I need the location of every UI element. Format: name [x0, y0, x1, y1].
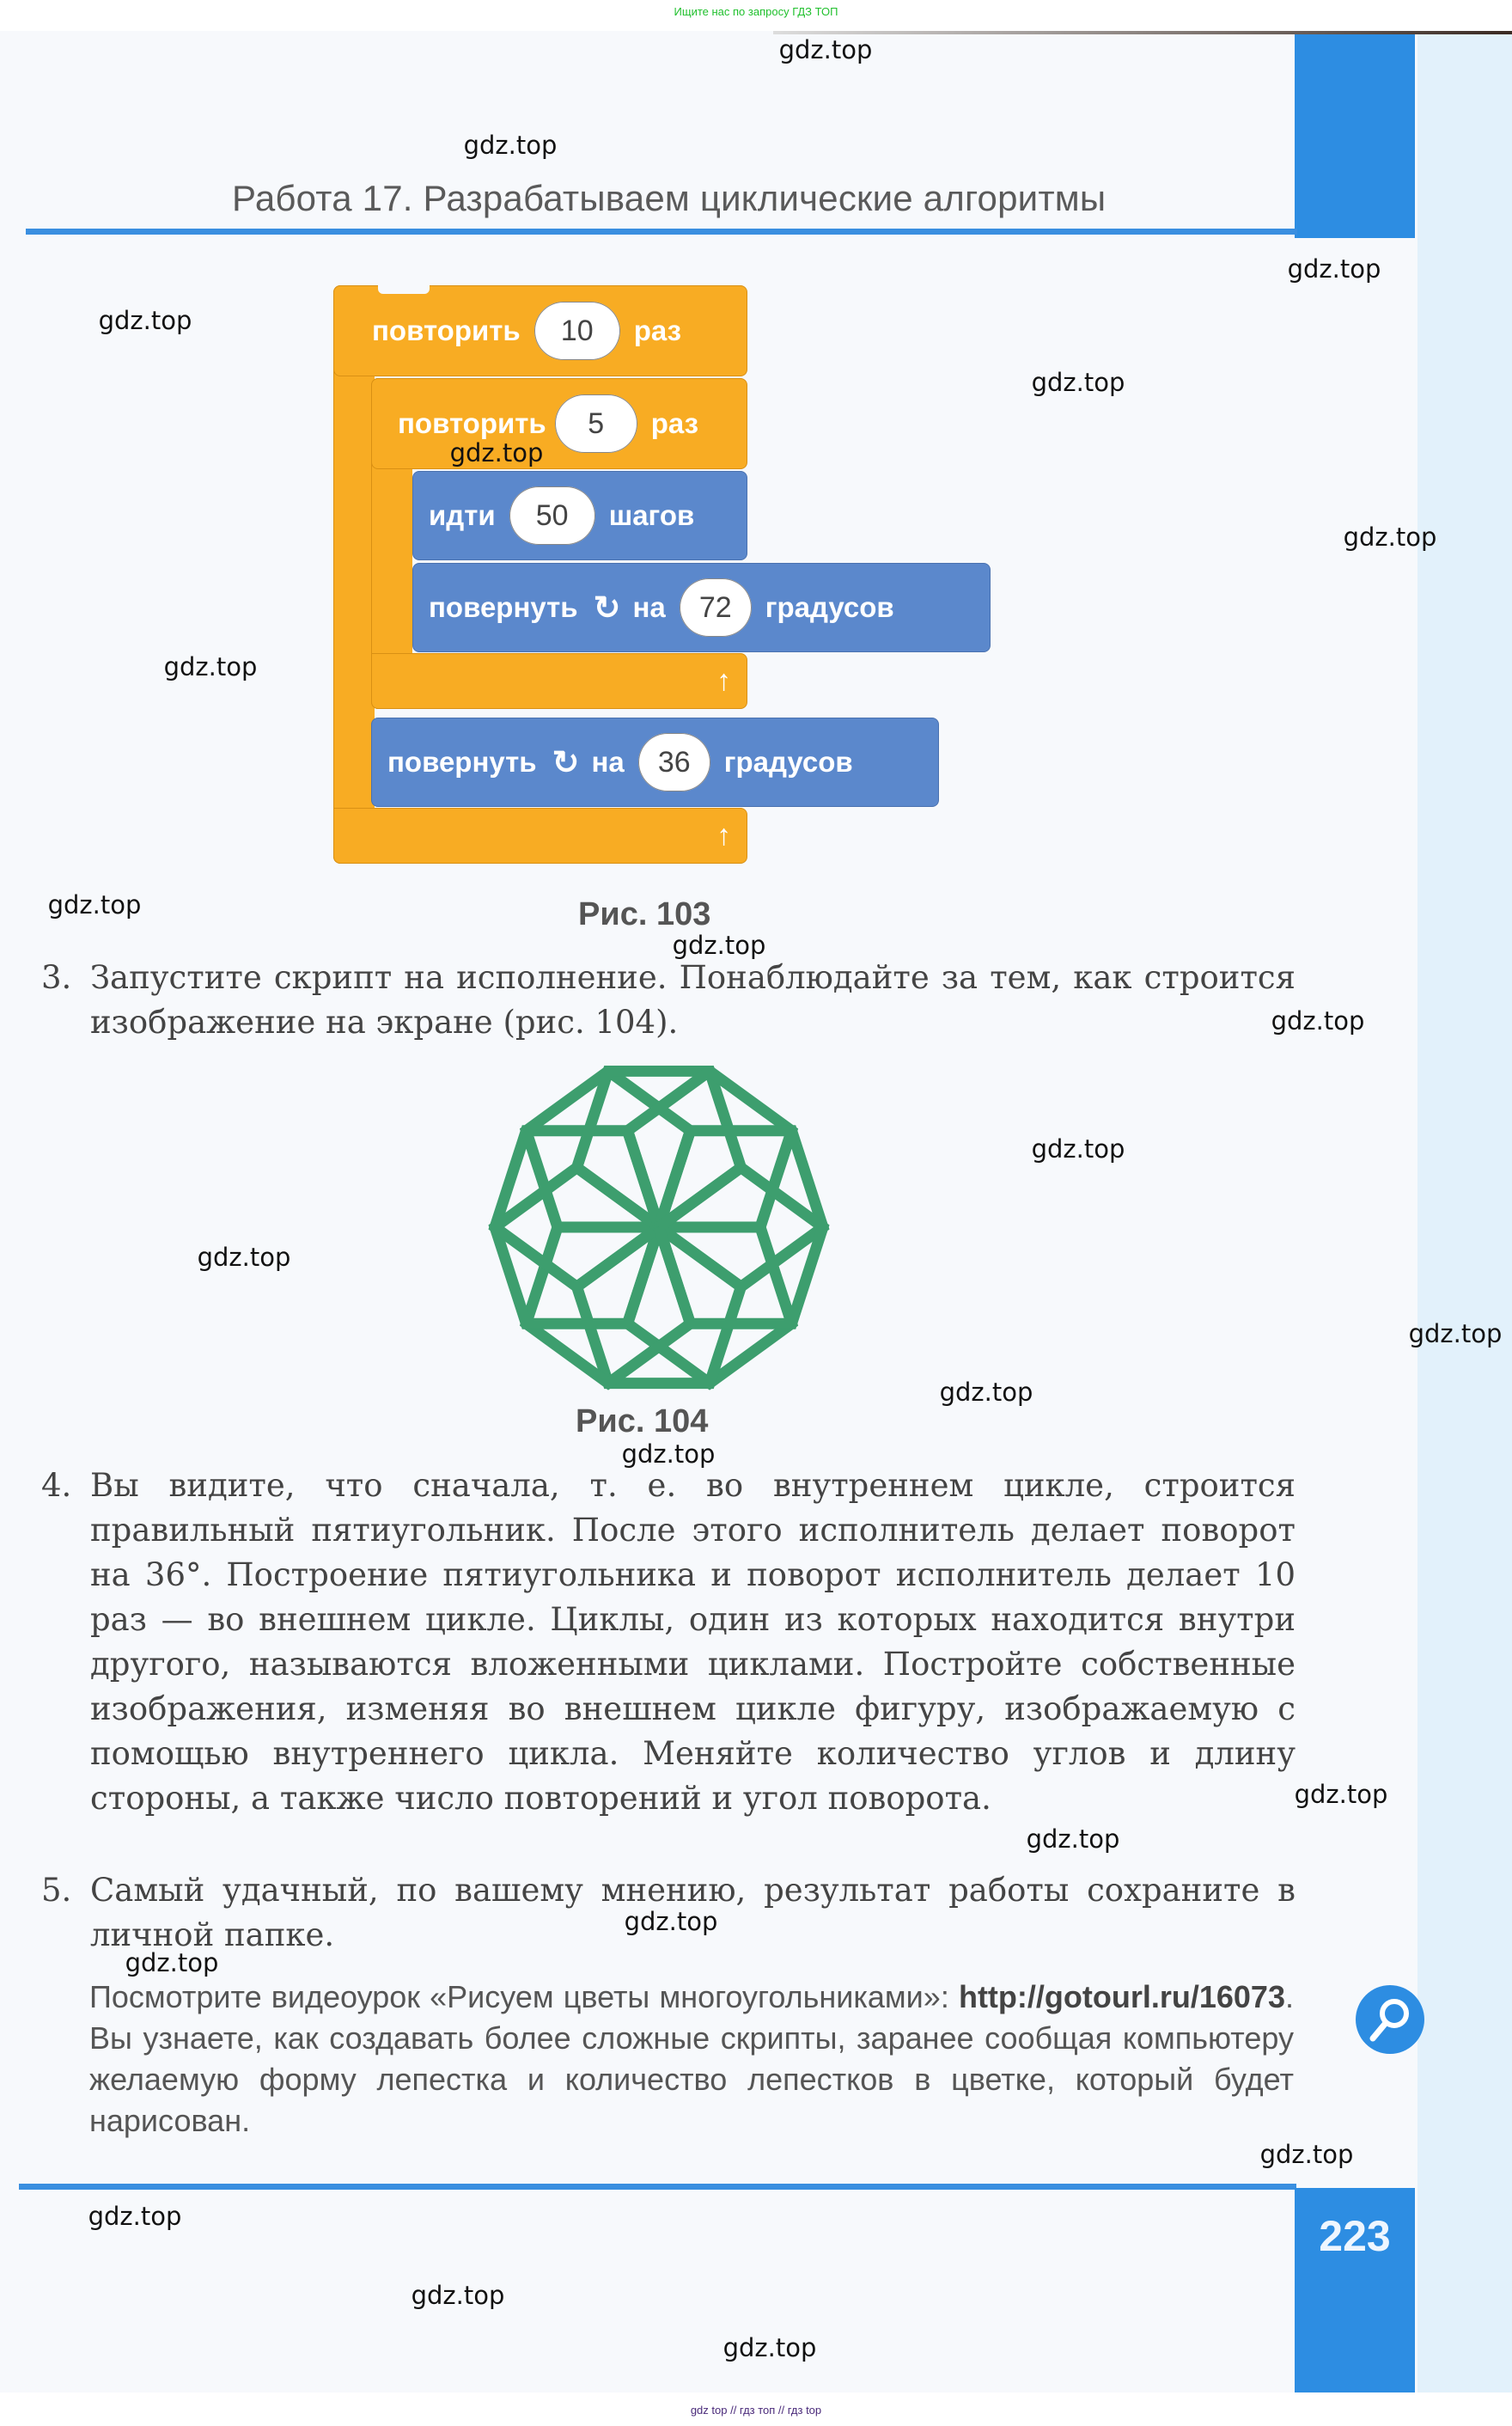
move-steps-block[interactable]: идти 50 шагов — [412, 471, 747, 560]
footer-text: gdz top // гдз топ // гдз top — [690, 2404, 822, 2417]
video-lesson-note: Посмотрите видеоурок «Рисуем цветы много… — [89, 1977, 1294, 2142]
watermark-text: gdz.top — [411, 2281, 505, 2310]
watermark-text: gdz.top — [939, 1378, 1033, 1407]
watermark-text: gdz.top — [722, 2333, 817, 2362]
turn-suffix: градусов — [765, 591, 894, 623]
watermark-text: gdz.top — [163, 652, 258, 681]
turn-36-value[interactable]: 36 — [637, 733, 710, 791]
search-icon[interactable] — [1356, 1985, 1424, 2054]
watermark-text: gdz.top — [1343, 522, 1437, 552]
turn-72-value[interactable]: 72 — [679, 578, 752, 637]
step-text: Вы видите, что сначала, т. е. во внутрен… — [90, 1467, 1296, 1817]
watermark-text: gdz.top — [1026, 1824, 1120, 1854]
loop-arrow-icon: ↑ — [716, 819, 731, 852]
turn-label: повернуть — [429, 591, 578, 623]
step-number: 4. — [41, 1467, 72, 1504]
move-steps-value[interactable]: 50 — [509, 486, 595, 545]
note-intro: Посмотрите видеоурок «Рисуем цветы много… — [89, 1979, 959, 2014]
watermark-text: gdz.top — [1031, 368, 1125, 397]
step-text: Самый удачный, по вашему мнению, результ… — [90, 1872, 1296, 1953]
loop-arrow-icon: ↑ — [716, 664, 731, 697]
move-suffix: шагов — [608, 499, 695, 531]
outer-repeat-end: ↑ — [333, 808, 747, 864]
step-4: 4. Вы видите, что сначала, т. е. во внут… — [41, 1464, 1296, 1821]
watermark-text: gdz.top — [1408, 1319, 1503, 1348]
step-text: Запустите скрипт на исполнение. Понаблюд… — [90, 959, 1296, 1041]
watermark-text: gdz.top — [47, 890, 142, 920]
step-number: 3. — [41, 959, 72, 996]
inner-repeat-end: ↑ — [371, 653, 747, 709]
figure-103-caption: Рис. 103 — [578, 896, 711, 932]
page-number: 223 — [1319, 2212, 1391, 2260]
inner-repeat-suffix: раз — [650, 407, 699, 439]
chapter-tab — [1295, 34, 1415, 238]
page-title: Работа 17. Разрабатываем циклические алг… — [232, 178, 1107, 218]
right-margin — [1418, 34, 1512, 2392]
watermark-text: gdz.top — [672, 931, 766, 960]
video-lesson-link[interactable]: http://gotourl.ru/16073 — [958, 1979, 1285, 2014]
watermark-text: gdz.top — [88, 2202, 182, 2231]
step-3: 3. Запустите скрипт на исполнение. Понаб… — [41, 956, 1296, 1045]
watermark-text: gdz.top — [463, 131, 558, 160]
outer-repeat-spine — [333, 285, 375, 864]
rotate-clockwise-icon: ↻ — [552, 744, 580, 781]
outer-repeat-block[interactable]: повторить 10 раз — [333, 285, 747, 376]
turn-label: повернуть — [387, 746, 537, 778]
turn-72-block[interactable]: повернуть ↻ на 72 градусов — [412, 563, 991, 652]
step-5: 5. Самый удачный, по вашему мнению, резу… — [41, 1868, 1296, 1958]
step-number: 5. — [41, 1872, 72, 1909]
watermark-text: gdz.top — [98, 306, 192, 335]
inner-repeat-block[interactable]: повторить 5 раз — [371, 378, 747, 469]
watermark-text: gdz.top — [449, 438, 544, 467]
turn-mid: на — [591, 746, 625, 778]
watermark-text: gdz.top — [125, 1948, 219, 1977]
outer-repeat-label: повторить — [372, 315, 521, 346]
watermark-text: gdz.top — [197, 1243, 291, 1272]
watermark-text: gdz.top — [1031, 1134, 1125, 1164]
pentagon-rosette-figure — [488, 1066, 830, 1390]
watermark-text: gdz.top — [1294, 1780, 1388, 1809]
watermark-text: gdz.top — [624, 1907, 718, 1936]
top-banner: Ищите нас по запросу ГДЗ ТОП — [674, 5, 838, 18]
inner-repeat-label: повторить — [398, 407, 546, 439]
rotate-clockwise-icon: ↻ — [593, 590, 621, 626]
watermark-text: gdz.top — [778, 35, 873, 64]
outer-repeat-count[interactable]: 10 — [533, 302, 620, 360]
watermark-text: gdz.top — [621, 1439, 716, 1469]
textbook-page — [0, 31, 1512, 2392]
note-text: . Вы узнаете, как создавать более сложны… — [89, 1979, 1294, 2138]
inner-repeat-count[interactable]: 5 — [554, 394, 637, 453]
footer-rule — [19, 2184, 1296, 2190]
watermark-text: gdz.top — [1259, 2140, 1354, 2169]
block-notch — [378, 285, 430, 294]
turn-mid: на — [632, 591, 666, 623]
page-edge-shadow — [773, 31, 1512, 34]
watermark-text: gdz.top — [1271, 1006, 1365, 1036]
figure-104-caption: Рис. 104 — [576, 1403, 709, 1439]
turn-36-block[interactable]: повернуть ↻ на 36 градусов — [371, 718, 939, 807]
header-rule — [26, 229, 1297, 235]
move-label: идти — [429, 499, 496, 531]
page-number-tab — [1295, 2188, 1415, 2392]
watermark-text: gdz.top — [1287, 254, 1381, 284]
turn-suffix: градусов — [723, 746, 853, 778]
outer-repeat-suffix: раз — [633, 315, 682, 346]
